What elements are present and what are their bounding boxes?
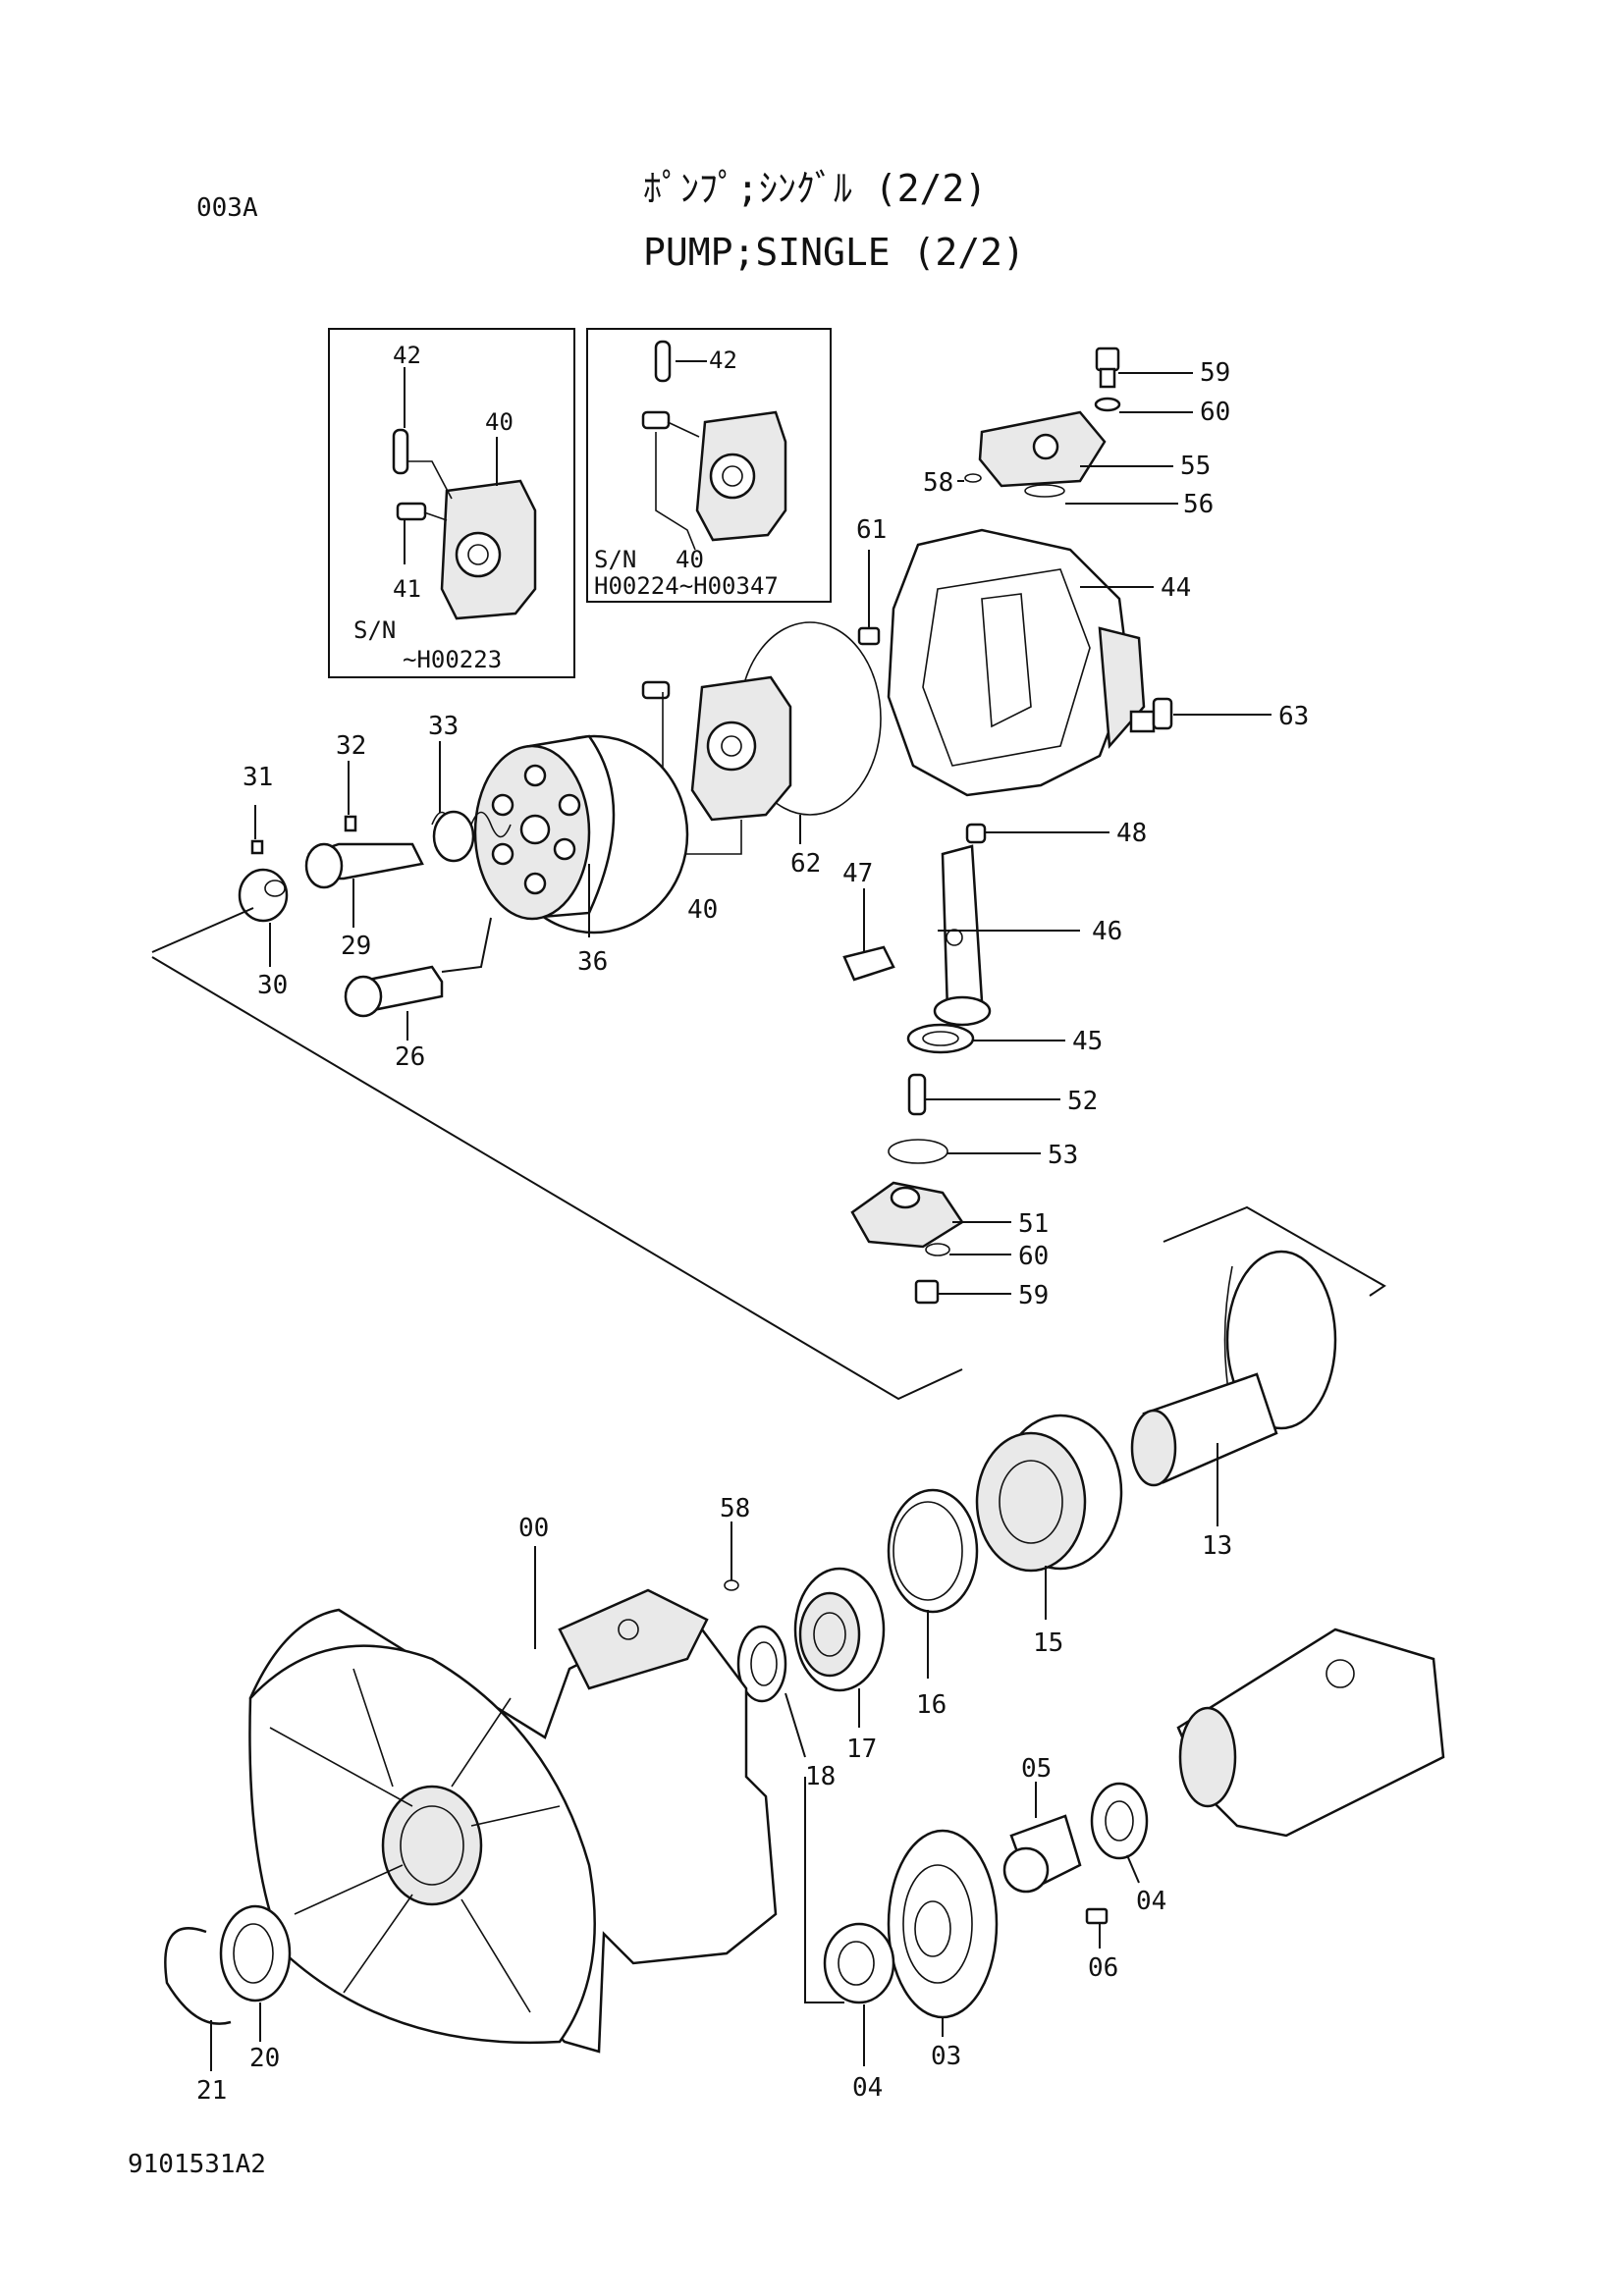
callout-61: 61: [856, 515, 887, 545]
callout-36: 36: [577, 947, 608, 977]
callout-21: 21: [196, 2076, 227, 2106]
callout-03: 03: [931, 2042, 961, 2071]
main-housing: [248, 1588, 778, 2054]
callout-60-top: 60: [1200, 398, 1230, 427]
callout-52: 52: [1067, 1087, 1098, 1116]
callout-00: 00: [518, 1514, 549, 1543]
callout-45: 45: [1072, 1027, 1103, 1056]
inset-left-callout-42: 42: [393, 342, 421, 369]
callout-31: 31: [243, 763, 273, 792]
inset-left-callout-41: 41: [393, 575, 421, 603]
callout-05: 05: [1021, 1754, 1052, 1784]
inset-right-sn-label: S/N: [594, 546, 636, 573]
callout-40: 40: [687, 895, 718, 925]
inset-left: 42 40 41 S/N ~H00223: [328, 328, 575, 678]
callout-53: 53: [1048, 1141, 1078, 1170]
inset-right: 42 40 S/N H00224~H00347: [586, 328, 832, 603]
callout-46: 46: [1092, 917, 1122, 946]
drive-shaft-group: [724, 1205, 1386, 1703]
callout-48: 48: [1116, 819, 1147, 848]
regulator-group: [842, 823, 992, 1305]
drawing-number: 9101531A2: [128, 2150, 266, 2179]
inset-right-sn-range: H00224~H00347: [594, 572, 779, 600]
callout-62: 62: [790, 849, 821, 879]
pump-head-assembly: [641, 347, 1173, 855]
inset-left-sn-label: S/N: [353, 616, 396, 644]
callout-18: 18: [805, 1762, 836, 1791]
title-english: PUMP;SINGLE (2/2): [643, 231, 1025, 274]
callout-56: 56: [1183, 490, 1214, 519]
callout-13: 13: [1202, 1531, 1232, 1561]
callout-59-bottom: 59: [1018, 1281, 1049, 1310]
callout-63: 63: [1278, 702, 1309, 731]
leader-lines: [210, 372, 1271, 2071]
callout-47: 47: [842, 859, 873, 888]
callout-51: 51: [1018, 1209, 1049, 1239]
page-code: 003A: [196, 193, 258, 223]
lower-gear-group: [164, 1628, 1445, 2025]
callout-30: 30: [257, 971, 288, 1000]
callout-06: 06: [1088, 1953, 1118, 1983]
inset-right-callout-42: 42: [709, 347, 737, 374]
callout-04-right: 04: [1136, 1887, 1166, 1916]
callout-59-top: 59: [1200, 358, 1230, 388]
callout-20: 20: [249, 2044, 280, 2073]
callout-55: 55: [1180, 452, 1211, 481]
callout-15: 15: [1033, 1629, 1063, 1658]
callout-58-bottom: 58: [720, 1494, 750, 1523]
callout-26: 26: [395, 1042, 425, 1072]
inset-right-callout-40: 40: [676, 546, 704, 573]
callout-58-top: 58: [923, 468, 953, 498]
callout-29: 29: [341, 932, 371, 961]
callout-60-bottom: 60: [1018, 1242, 1049, 1271]
inset-left-sn-range: ~H00223: [403, 646, 502, 673]
callout-32: 32: [336, 731, 366, 761]
title-japanese: ﾎﾟﾝﾌﾟ;ｼﾝｸﾞﾙ (2/2): [643, 167, 987, 210]
cylinder-block-group: [151, 734, 963, 1401]
inset-left-callout-40: 40: [485, 408, 514, 436]
callout-33: 33: [428, 712, 459, 741]
callout-17: 17: [846, 1735, 877, 1764]
callout-04-bottom: 04: [852, 2073, 883, 2103]
callout-labels: 59 60 55 58 56 61 44 63 48 62 40 33 32 3…: [196, 358, 1309, 2106]
callout-44: 44: [1161, 573, 1191, 603]
callout-16: 16: [916, 1690, 947, 1720]
